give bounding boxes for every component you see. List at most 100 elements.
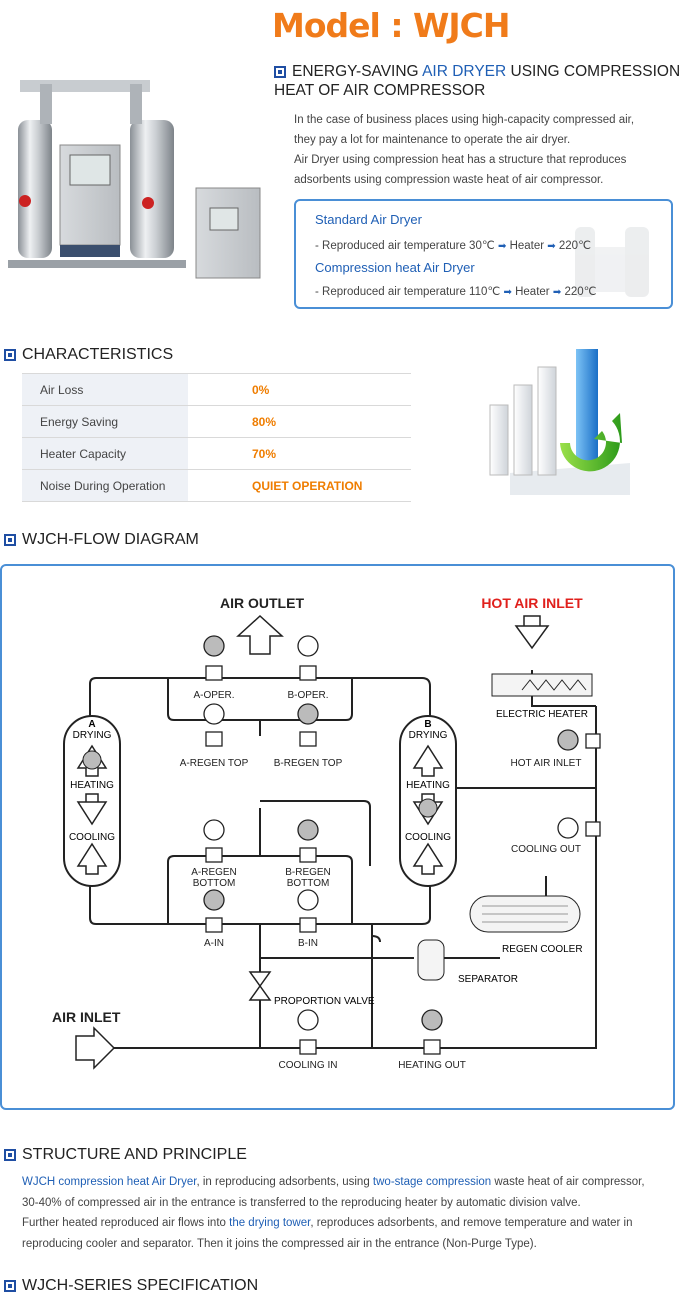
a-regen-top-label: A-REGEN TOP — [180, 758, 249, 769]
tower-a-cooling: COOLING — [69, 832, 115, 843]
hot-air-arrow-icon — [514, 615, 550, 650]
product-photo — [8, 80, 261, 279]
valve-b-oper-icon — [299, 665, 317, 681]
valve-indicator-hot-air-inlet — [557, 729, 579, 751]
proportion-valve-icon — [248, 971, 272, 1001]
structure-line: WJCH compression heat Air Dryer, in repr… — [22, 1176, 645, 1188]
spec-heading: WJCH-SERIES SPECIFICATION — [4, 1277, 258, 1295]
structure-heading: STRUCTURE AND PRINCIPLE — [4, 1146, 247, 1164]
valve-heating-out-icon — [423, 1039, 441, 1055]
model-title: Model : WJCH — [272, 6, 511, 45]
section-bullet-icon — [4, 533, 16, 546]
structure-text: WJCH compression heat Air Dryer, in repr… — [22, 1172, 691, 1254]
dryer-watermark-image — [575, 227, 649, 297]
valve-b-regen-bottom-icon — [299, 847, 317, 863]
valve-a-regen-bottom-icon — [205, 847, 223, 863]
energy-chart-illustration — [489, 349, 630, 495]
a-oper-label: A-OPER. — [193, 690, 234, 701]
valve-a-oper-icon — [205, 665, 223, 681]
arrow-right-icon: ➡ — [552, 287, 562, 298]
valve-b-regen-top-icon — [299, 731, 317, 747]
intro-line: Air Dryer using compression heat has a s… — [294, 154, 627, 166]
section-bullet-icon — [4, 348, 16, 361]
standard-dryer-title: Standard Air Dryer — [315, 212, 422, 227]
b-regen-bottom-label: B-REGEN — [285, 867, 331, 878]
structure-line: reproducing cooler and separator. Then i… — [22, 1237, 537, 1250]
arrow-down-icon — [76, 793, 108, 826]
hot-air-inlet-label: HOT AIR INLET — [481, 595, 583, 611]
arrow-right-icon: ➡ — [503, 287, 512, 298]
valve-indicator-b-regen-bottom — [297, 819, 319, 841]
flow-diagram-box: A B DRYING DRYING HEATING HEATING COOLIN… — [0, 564, 675, 1110]
valve-indicator-b-oper — [297, 635, 319, 657]
section-bullet-icon — [274, 65, 286, 78]
b-in-label: B-IN — [298, 938, 318, 949]
valve-b-in-icon — [299, 917, 317, 933]
tower-a-heating: HEATING — [70, 780, 114, 791]
heating-out-label: HEATING OUT — [398, 1060, 466, 1071]
compression-dryer-line: - Reproduced air temperature 110℃ ➡ Heat… — [315, 286, 597, 298]
tower-a-drying: DRYING — [73, 730, 112, 741]
flow-diagram-heading: WJCH-FLOW DIAGRAM — [4, 531, 199, 549]
air-outlet-label: AIR OUTLET — [220, 595, 304, 611]
tower-b-cooling: COOLING — [405, 832, 451, 843]
sensor-indicator — [82, 750, 102, 770]
valve-indicator-a-oper — [203, 635, 225, 657]
tower-a-label: A — [88, 719, 95, 730]
separator — [417, 939, 445, 981]
compression-dryer-title: Compression heat Air Dryer — [315, 260, 475, 275]
sensor-indicator — [418, 798, 438, 818]
valve-a-in-icon — [205, 917, 223, 933]
b-oper-label: B-OPER. — [287, 690, 328, 701]
arrow-up-icon — [412, 842, 444, 875]
characteristics-heading: CHARACTERISTICS — [4, 346, 173, 364]
standard-dryer-line: - Reproduced air temperature 30℃ ➡ Heate… — [315, 240, 591, 252]
a-regen-bottom-label: A-REGEN — [191, 867, 237, 878]
arrow-right-icon: ➡ — [497, 241, 507, 252]
valve-hot-air-inlet-icon — [585, 733, 601, 749]
a-regen-bottom-label-2: BOTTOM — [193, 878, 236, 889]
tower-b-drying: DRYING — [409, 730, 448, 741]
structure-line: 30-40% of compressed air in the entrance… — [22, 1196, 581, 1209]
cooling-in-label: COOLING IN — [279, 1060, 338, 1071]
valve-cooling-in-icon — [299, 1039, 317, 1055]
comparison-box: Standard Air Dryer - Reproduced air temp… — [294, 199, 673, 309]
valve-indicator-cooling-in — [297, 1009, 319, 1031]
air-inlet-arrow-icon — [75, 1026, 116, 1070]
cooling-out-label: COOLING OUT — [511, 844, 581, 855]
regen-cooler-label: REGEN COOLER — [502, 944, 583, 955]
intro-line: In the case of business places using hig… — [294, 114, 635, 126]
valve-indicator-b-regen-top — [297, 703, 319, 725]
section-bullet-icon — [4, 1148, 16, 1161]
heater-coil-icon — [521, 679, 587, 691]
tower-b-label: B — [424, 719, 431, 730]
hot-air-inlet-valve-label: HOT AIR INLET — [511, 758, 582, 769]
valve-cooling-out-icon — [585, 821, 601, 837]
intro-line: adsorbents using compression waste heat … — [294, 174, 604, 186]
electric-heater-label: ELECTRIC HEATER — [496, 709, 588, 720]
valve-indicator-a-regen-bottom — [203, 819, 225, 841]
valve-indicator-b-in — [297, 889, 319, 911]
intro-title: ENERGY-SAVING AIR DRYER USING COMPRESSIO… — [274, 63, 681, 99]
air-inlet-label: AIR INLET — [52, 1009, 121, 1025]
a-in-label: A-IN — [204, 938, 224, 949]
proportion-valve-label: PROPORTION VALVE — [274, 996, 375, 1007]
valve-indicator-a-in — [203, 889, 225, 911]
intro-text: In the case of business places using hig… — [294, 110, 689, 190]
separator-label: SEPARATOR — [458, 974, 518, 985]
valve-indicator-a-regen-top — [203, 703, 225, 725]
valve-indicator-heating-out — [421, 1009, 443, 1031]
section-bullet-icon — [4, 1279, 16, 1292]
arrow-right-icon: ➡ — [547, 241, 556, 252]
intro-line: they pay a lot for maintenance to operat… — [294, 134, 571, 146]
arrow-up-icon — [412, 744, 444, 777]
arrow-up-icon — [76, 842, 108, 875]
b-regen-bottom-label-2: BOTTOM — [287, 878, 330, 889]
valve-indicator-cooling-out — [557, 817, 579, 839]
flow-diagram: A B DRYING DRYING HEATING HEATING COOLIN… — [52, 595, 601, 1071]
